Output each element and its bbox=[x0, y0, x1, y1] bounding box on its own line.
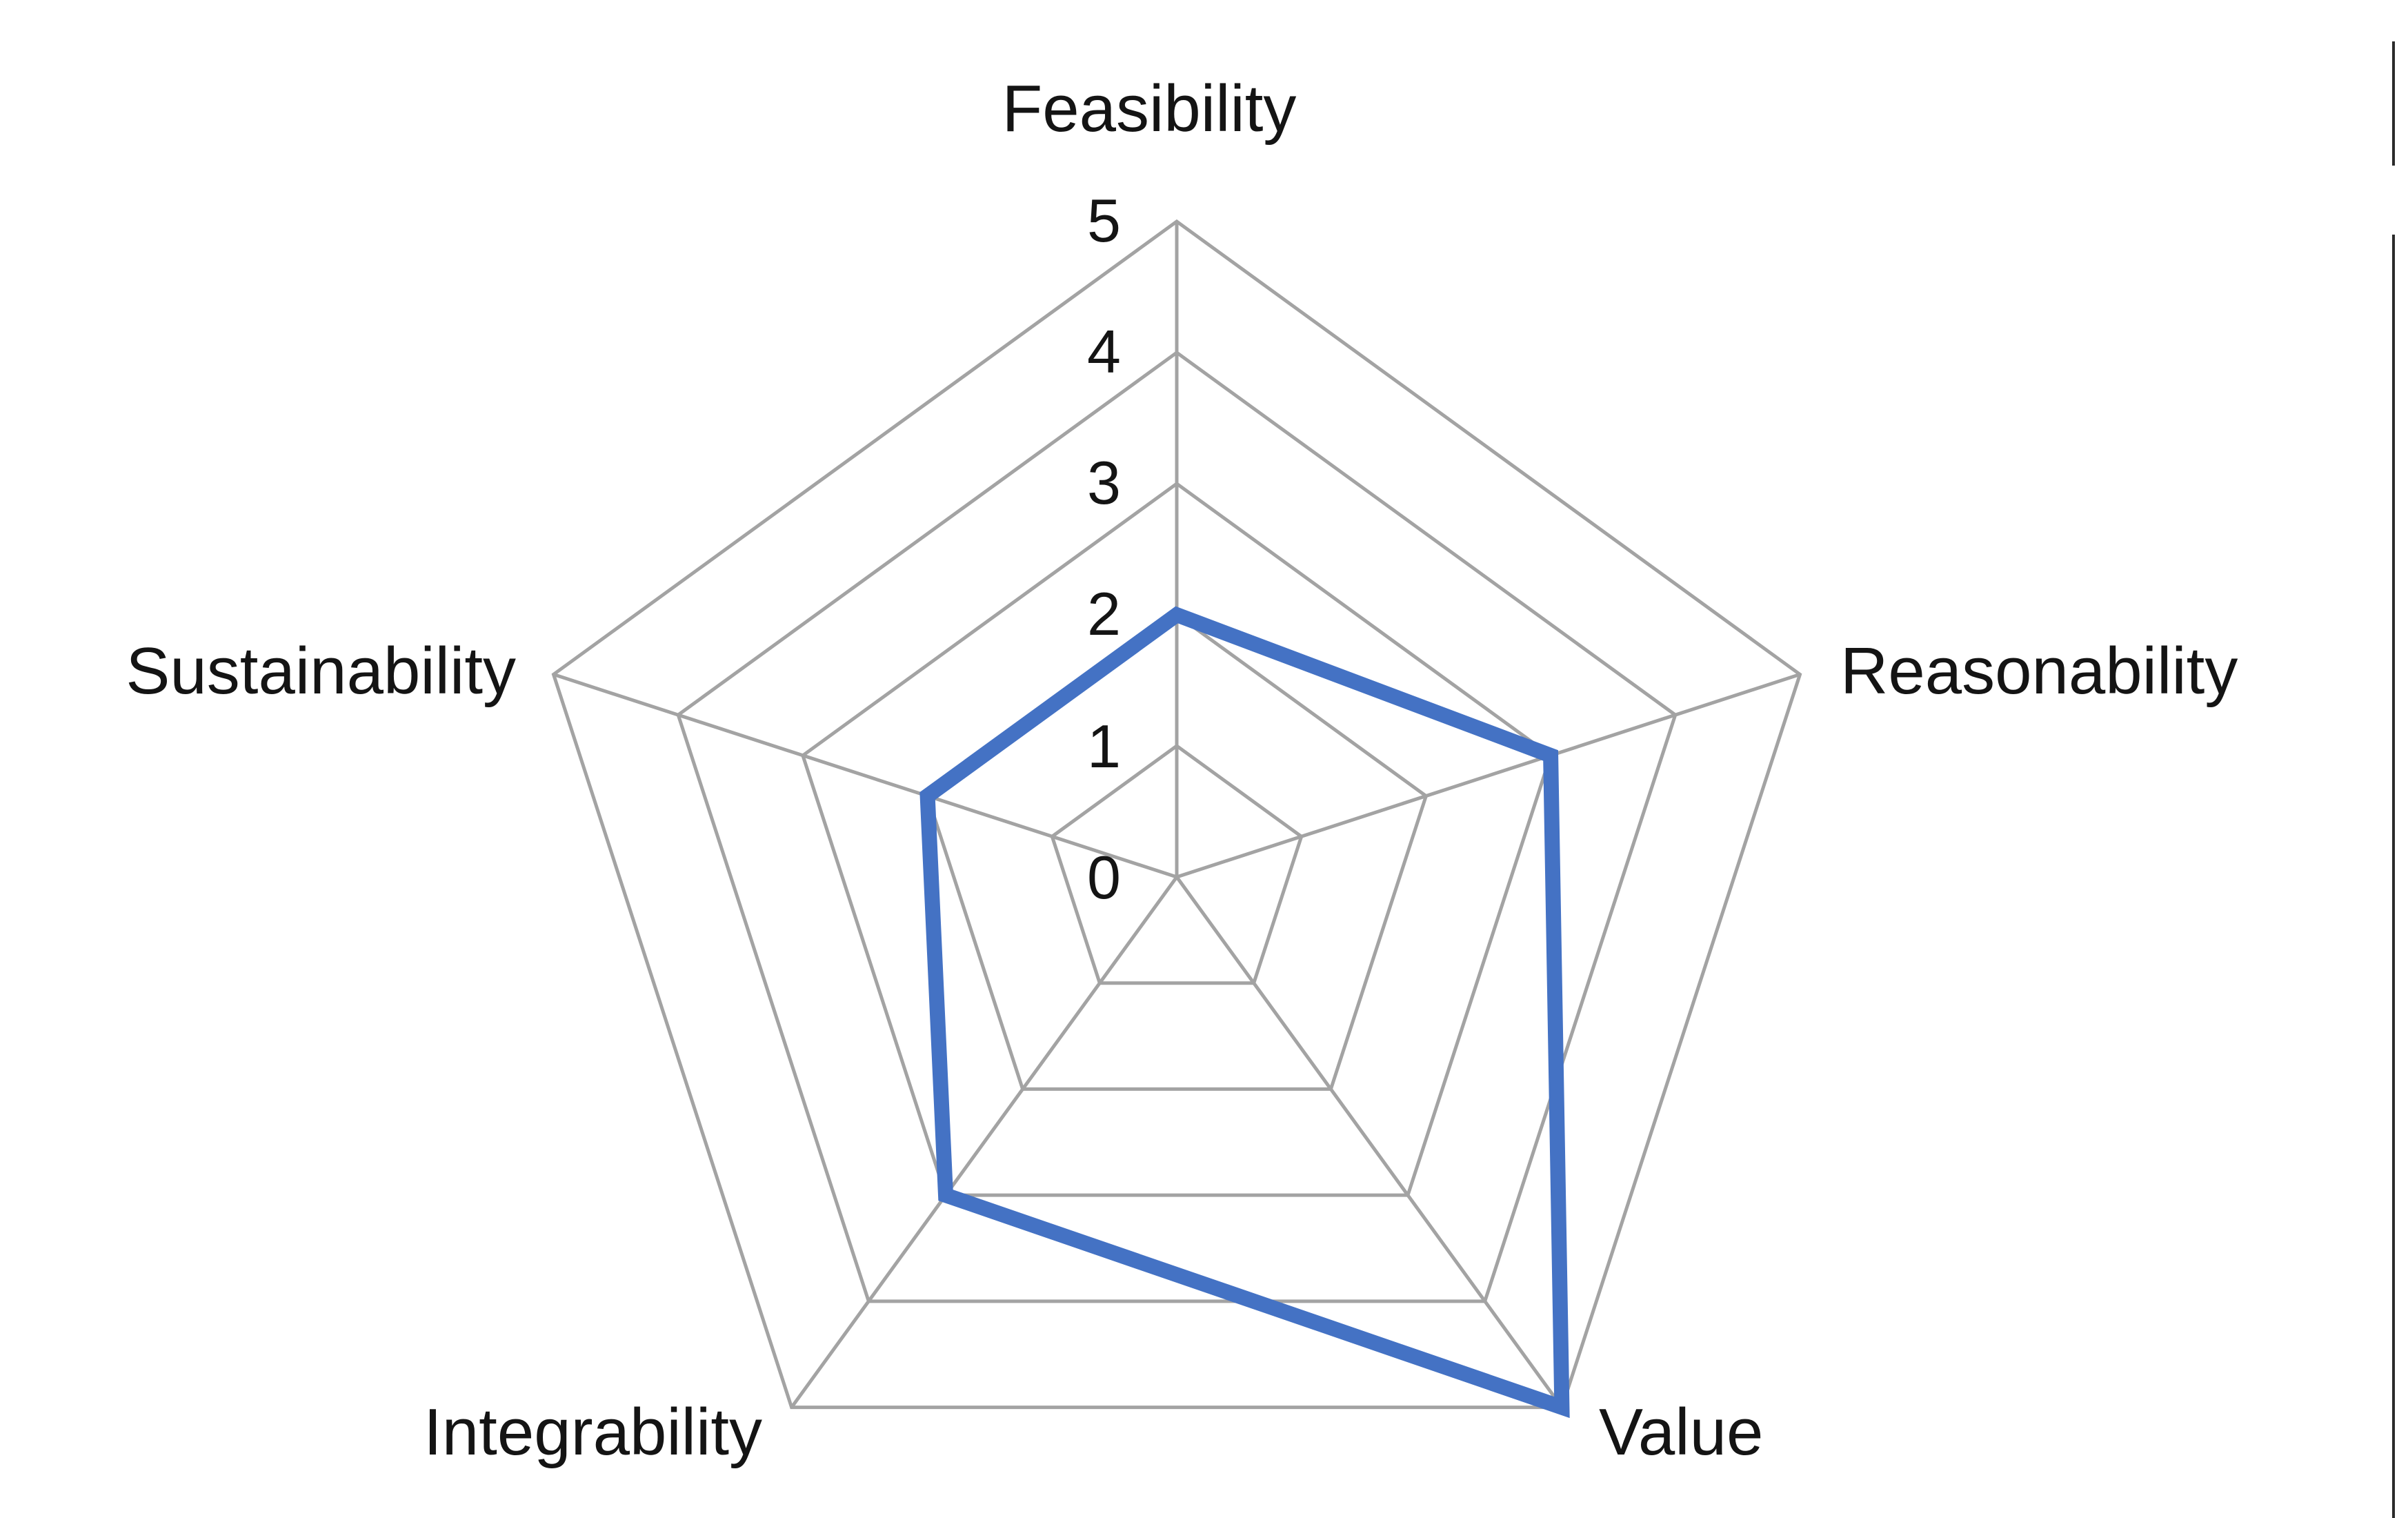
tick-label-2: 2 bbox=[1087, 580, 1121, 648]
spoke-integrability bbox=[790, 876, 1179, 1409]
spoke-sustainability bbox=[553, 673, 1177, 879]
spoke-value bbox=[1175, 876, 1564, 1409]
axis-spokes bbox=[553, 221, 1801, 1409]
radial-gridlines bbox=[551, 219, 1802, 1410]
grid-ring-1 bbox=[1050, 743, 1304, 985]
grid-ring-4 bbox=[676, 350, 1678, 1303]
tick-label-3: 3 bbox=[1087, 448, 1121, 517]
axis-label-sustainability: Sustainability bbox=[126, 634, 516, 708]
axis-label-integrability: Integrability bbox=[424, 1395, 762, 1469]
axis-label-value: Value bbox=[1599, 1395, 1763, 1469]
tick-label-4: 4 bbox=[1087, 317, 1121, 386]
series-polygon bbox=[919, 606, 1570, 1419]
spoke-reasonability bbox=[1176, 673, 1801, 879]
grid-ring-5 bbox=[551, 219, 1802, 1410]
axis-label-feasibility: Feasibility bbox=[1002, 72, 1297, 146]
tick-label-5: 5 bbox=[1087, 186, 1121, 255]
grid-ring-3 bbox=[800, 481, 1553, 1197]
category-axis-labels: Feasibility Reasonability Value Integrab… bbox=[126, 72, 2238, 1469]
radial-tick-labels: 5 4 3 2 1 0 bbox=[1087, 186, 1121, 911]
tick-label-1: 1 bbox=[1087, 712, 1121, 780]
tick-label-0: 0 bbox=[1087, 843, 1121, 911]
axis-label-reasonability: Reasonability bbox=[1840, 634, 2238, 708]
